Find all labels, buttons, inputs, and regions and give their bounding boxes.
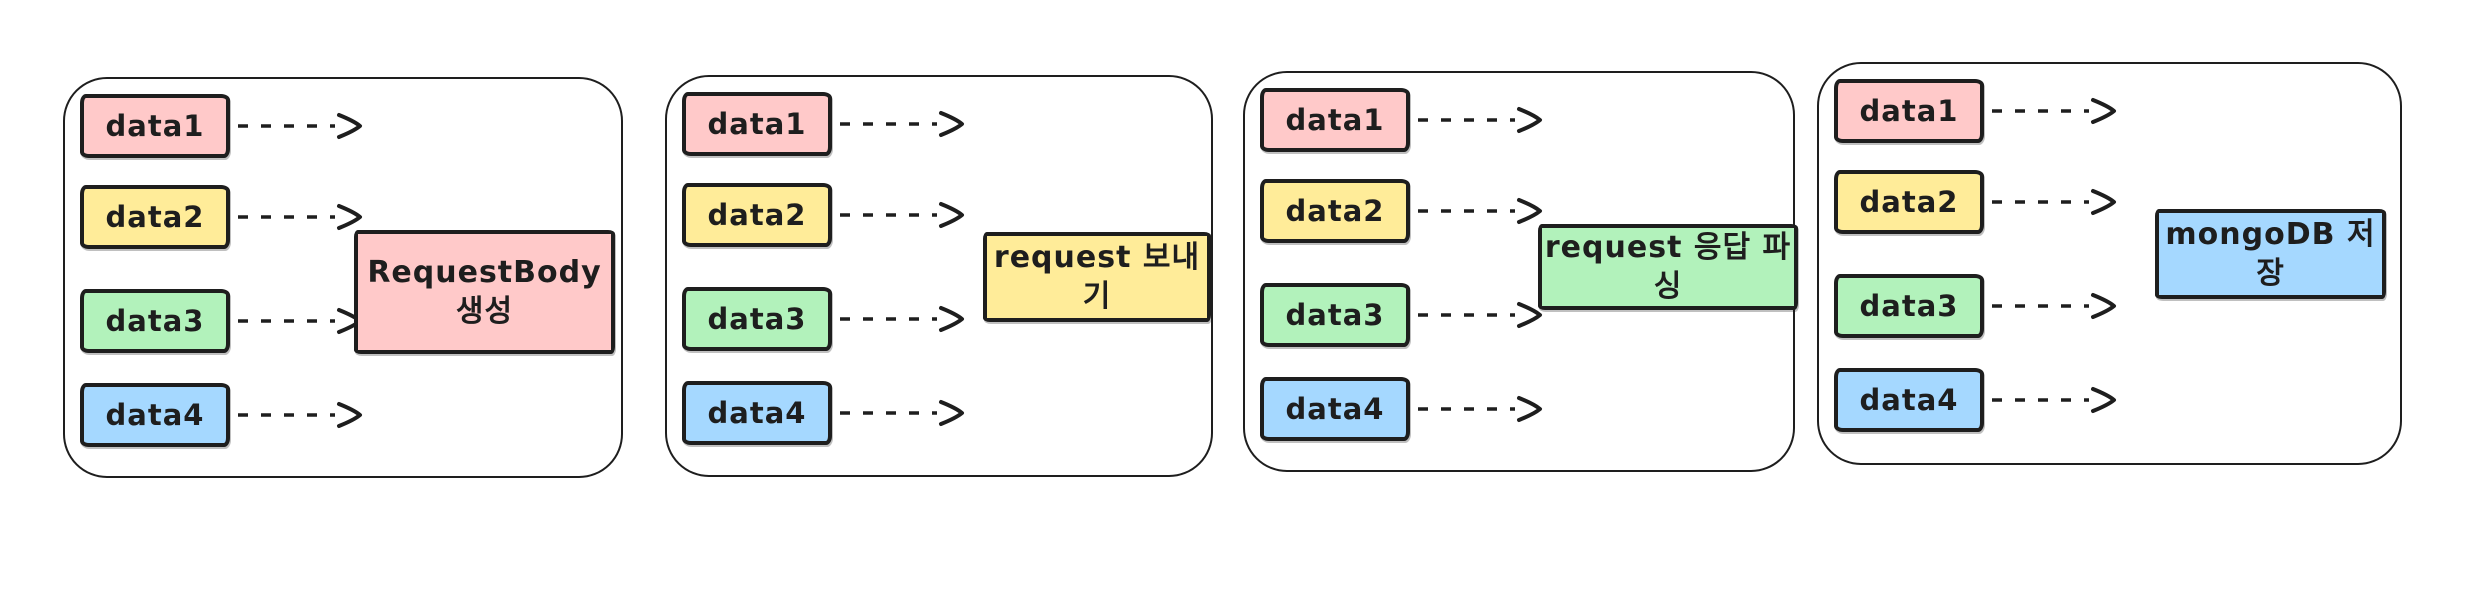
stage-panel-4: data1 data2 data3 data4 mongoDB 저장 [1817, 62, 2402, 465]
data3-node: data3 [1834, 274, 1984, 338]
data3-node: data3 [1260, 283, 1410, 347]
dashed-arrow-icon [1418, 396, 1542, 422]
data-row: data1 [80, 94, 367, 158]
data4-label: data4 [1859, 383, 1959, 417]
data4-label: data4 [707, 396, 807, 430]
data3-label: data3 [1285, 298, 1385, 332]
data1-label: data1 [1285, 103, 1385, 137]
data2-node: data2 [1260, 179, 1410, 243]
data-row: data1 [682, 92, 969, 156]
dashed-arrow-icon [1992, 293, 2116, 319]
step-label-line1: request 응답 파싱 [1544, 230, 1792, 304]
dashed-arrow-icon [238, 402, 362, 428]
data-row: data3 [682, 287, 969, 351]
data3-node: data3 [80, 289, 230, 353]
data-row: data2 [1260, 179, 1547, 243]
data1-label: data1 [105, 109, 205, 143]
step-label-line1: mongoDB 저장 [2165, 217, 2376, 291]
data2-label: data2 [1285, 194, 1385, 228]
step-box-parse-response: request 응답 파싱 [1538, 224, 1798, 310]
dashed-arrow-icon [840, 202, 964, 228]
data3-label: data3 [1859, 289, 1959, 323]
data2-node: data2 [80, 185, 230, 249]
dashed-arrow-icon [840, 400, 964, 426]
data4-label: data4 [1285, 392, 1385, 426]
dashed-arrow-icon [1418, 107, 1542, 133]
data-row: data1 [1260, 88, 1547, 152]
data1-node: data1 [1260, 88, 1410, 152]
step-box-send-request: request 보내기 [983, 232, 1211, 322]
dashed-arrow-icon [1992, 98, 2116, 124]
data-row: data2 [682, 183, 969, 247]
step-label-line1: request 보내기 [993, 240, 1201, 314]
dashed-arrow-icon [840, 111, 964, 137]
data-row: data1 [1834, 79, 2121, 143]
data1-node: data1 [1834, 79, 1984, 143]
data4-node: data4 [1260, 377, 1410, 441]
data2-node: data2 [682, 183, 832, 247]
data-row: data4 [80, 383, 367, 447]
dashed-arrow-icon [238, 308, 362, 334]
dashed-arrow-icon [840, 306, 964, 332]
data-row: data4 [682, 381, 969, 445]
dashed-arrow-icon [238, 204, 362, 230]
step-label-line2: 생성 [455, 294, 514, 329]
data-row: data2 [1834, 170, 2121, 234]
data1-node: data1 [80, 94, 230, 158]
data3-label: data3 [707, 302, 807, 336]
dashed-arrow-icon [1418, 198, 1542, 224]
data4-node: data4 [80, 383, 230, 447]
data2-label: data2 [1859, 185, 1959, 219]
dashed-arrow-icon [238, 113, 362, 139]
data-row: data2 [80, 185, 367, 249]
stage-panel-3: data1 data2 data3 data4 request 응답 파싱 [1243, 71, 1798, 472]
dashed-arrow-icon [1992, 189, 2116, 215]
data1-label: data1 [707, 107, 807, 141]
stage-panel-2: data1 data2 data3 data4 request 보내기 [665, 75, 1213, 477]
data1-label: data1 [1859, 94, 1959, 128]
dashed-arrow-icon [1992, 387, 2116, 413]
data2-label: data2 [105, 200, 205, 234]
stage-panel-1: data1 data2 data3 data4 RequestBody 생성 [63, 77, 623, 478]
data3-node: data3 [682, 287, 832, 351]
data-row: data4 [1260, 377, 1547, 441]
data-row: data3 [1260, 283, 1547, 347]
step-box-requestbody: RequestBody 생성 [354, 230, 615, 354]
dashed-arrow-icon [1418, 302, 1542, 328]
step-box-mongodb-save: mongoDB 저장 [2155, 209, 2386, 299]
data4-node: data4 [682, 381, 832, 445]
data4-label: data4 [105, 398, 205, 432]
step-label-line1: RequestBody [367, 255, 602, 290]
data-row: data3 [80, 289, 367, 353]
data-row: data4 [1834, 368, 2121, 432]
data2-node: data2 [1834, 170, 1984, 234]
data3-label: data3 [105, 304, 205, 338]
data-row: data3 [1834, 274, 2121, 338]
data4-node: data4 [1834, 368, 1984, 432]
data2-label: data2 [707, 198, 807, 232]
data1-node: data1 [682, 92, 832, 156]
